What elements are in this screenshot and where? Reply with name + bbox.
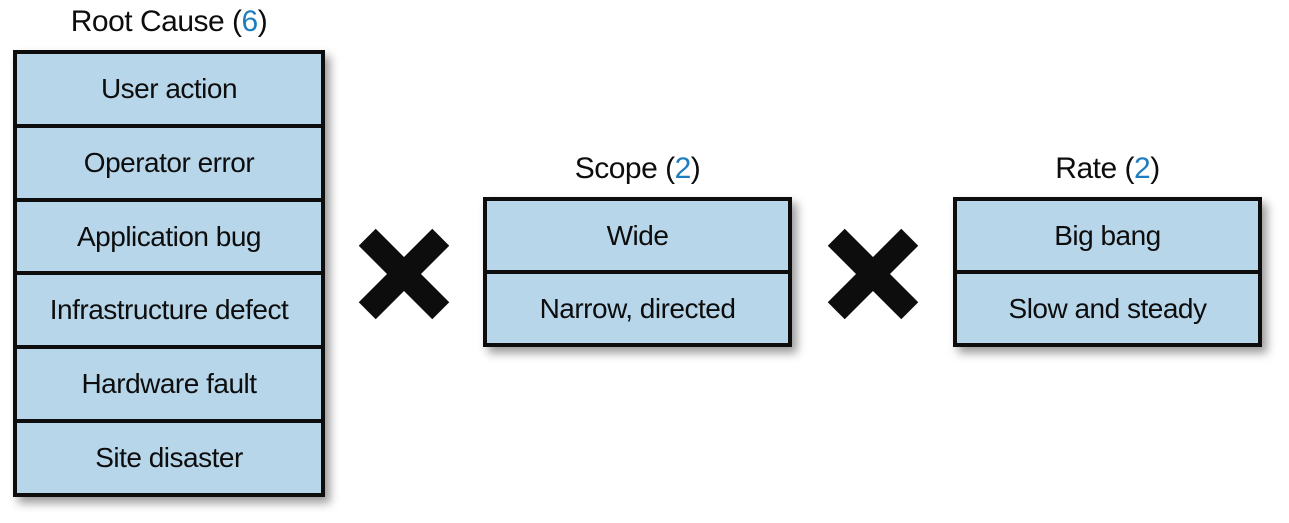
factor-cell: Site disaster — [17, 423, 321, 493]
factor-cell: Infrastructure defect — [17, 275, 321, 350]
group-count: 6 — [241, 5, 259, 38]
group-title-rate: Rate (2) — [953, 147, 1262, 197]
group-scope: Scope (2) Wide Narrow, directed — [483, 147, 792, 347]
factor-cell: User action — [17, 54, 321, 128]
group-title-scope: Scope (2) — [483, 147, 792, 197]
root-cause-box: User action Operator error Application b… — [13, 50, 325, 497]
paren-open: ( — [665, 152, 675, 185]
paren-open: ( — [232, 5, 242, 38]
group-title-text: Scope — [574, 152, 658, 185]
group-count: 2 — [674, 152, 692, 185]
paren-close: ) — [690, 152, 701, 185]
group-title-root-cause: Root Cause (6) — [13, 0, 325, 50]
multiply-icon — [827, 228, 919, 320]
factor-cell: Application bug — [17, 201, 321, 276]
paren-close: ) — [1150, 152, 1160, 185]
group-root-cause: Root Cause (6) User action Operator erro… — [13, 0, 325, 497]
scope-box: Wide Narrow, directed — [483, 197, 792, 347]
group-count: 2 — [1134, 152, 1151, 185]
group-rate: Rate (2) Big bang Slow and steady — [953, 147, 1262, 347]
factor-cell: Operator error — [17, 127, 321, 202]
factor-cell: Narrow, directed — [487, 274, 788, 343]
multiply-icon — [358, 228, 450, 320]
factor-cell: Slow and steady — [957, 274, 1258, 343]
factor-cell: Hardware fault — [17, 349, 321, 424]
group-title-text: Rate — [1055, 152, 1117, 185]
group-title-text: Root Cause — [70, 5, 225, 38]
paren-close: ) — [257, 5, 268, 38]
paren-open: ( — [1124, 152, 1135, 185]
factor-cell: Big bang — [957, 201, 1258, 274]
rate-box: Big bang Slow and steady — [953, 197, 1262, 347]
factor-cell: Wide — [487, 201, 788, 274]
